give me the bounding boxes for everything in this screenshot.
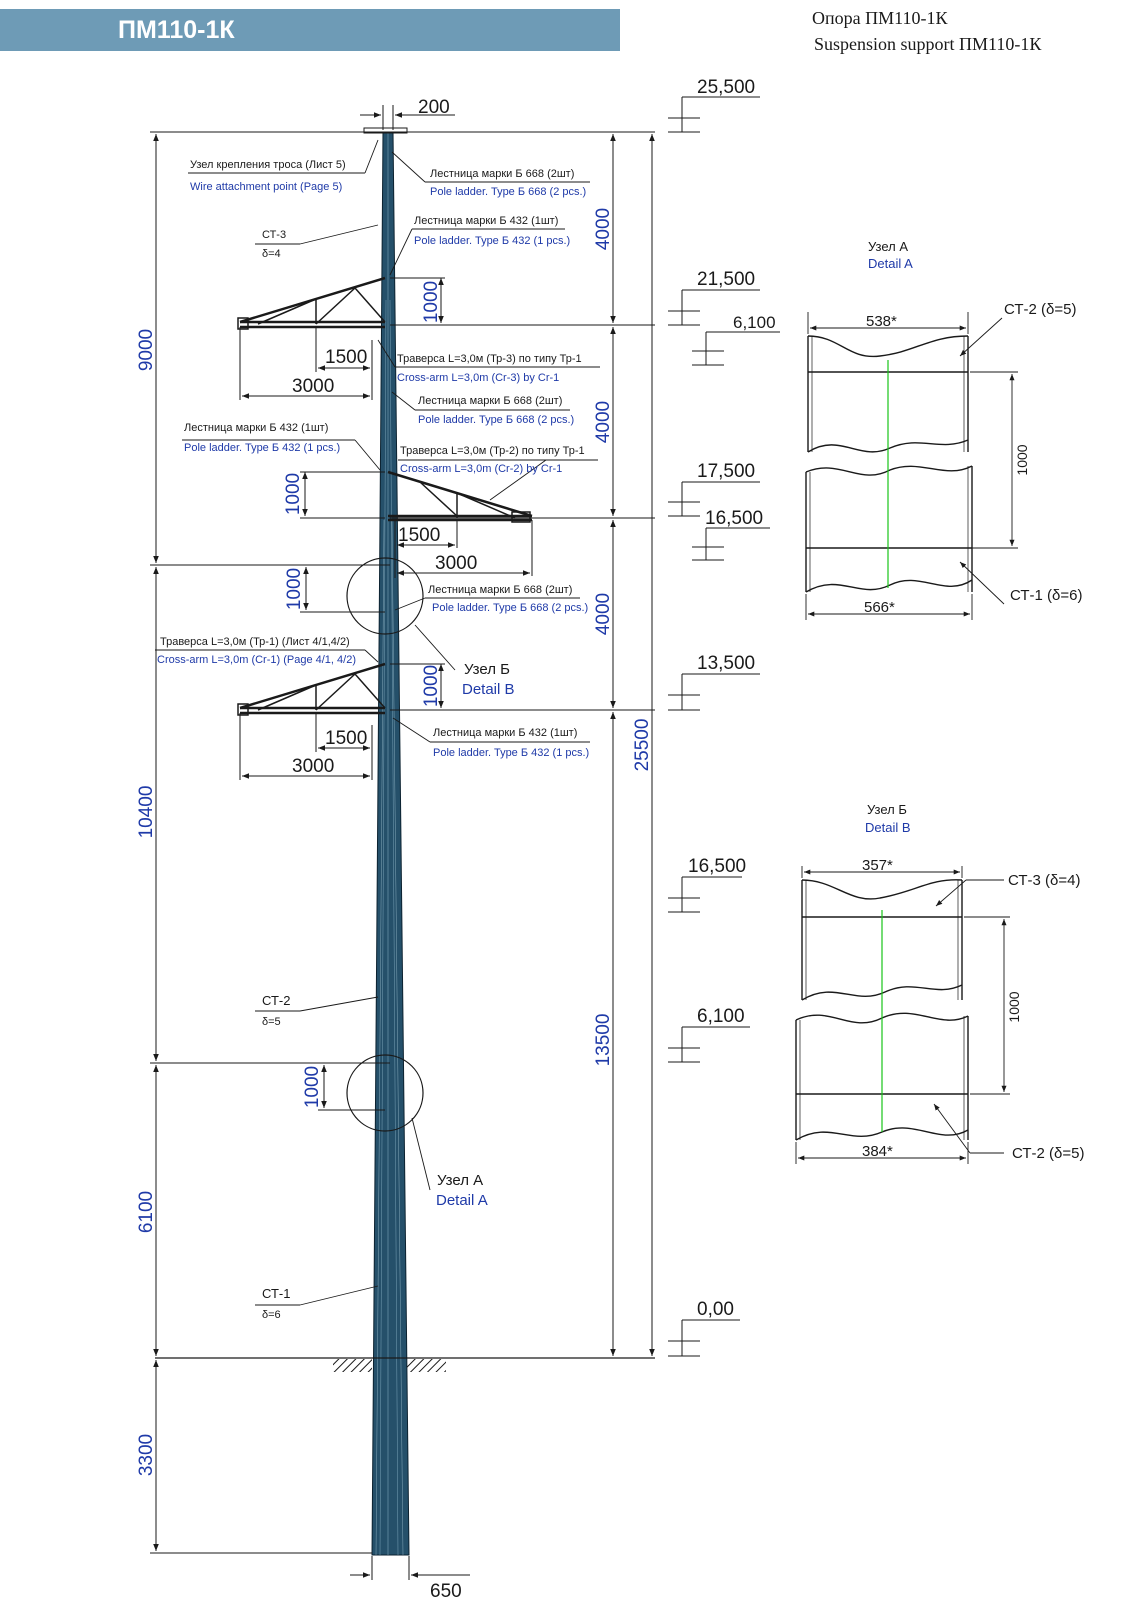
dim-top-width: 200	[418, 97, 450, 118]
detail-a-title-ru: Узел А	[868, 239, 908, 254]
dim-4000-middle: 4000	[593, 401, 614, 443]
label-text: Узел крепления троса (Лист 5) Wire attac…	[157, 159, 589, 1321]
ladder-668-a-en: Pole ladder. Type Б 668 (2 pcs.)	[430, 186, 586, 198]
level-25500: 25,500	[697, 77, 755, 98]
subtitle-ru: Опора ПМ110-1К	[812, 8, 948, 28]
ladder-668-c-en: Pole ladder. Type Б 668 (2 pcs.)	[432, 602, 588, 614]
dim-9000: 9000	[136, 329, 157, 371]
dim-4000-lower: 4000	[593, 593, 614, 635]
ladder-668-b-ru: Лестница марки Б 668 (2шт)	[418, 395, 562, 407]
level-16500-b: 16,500	[688, 856, 746, 877]
detail-a-bottom-width: 566*	[864, 599, 895, 616]
node-label-ru: Узел крепления троса (Лист 5)	[190, 159, 346, 171]
dim-1000-tr3: 1000	[421, 281, 442, 323]
detail-b-bottom-width: 384*	[862, 1143, 893, 1160]
level-13500: 13,500	[697, 653, 755, 674]
dimension-text: 200 650 9000 10400 6100 3300 4000 4000 4…	[136, 97, 653, 1600]
ladder-668-a-ru: Лестница марки Б 668 (2шт)	[430, 168, 574, 180]
ladder-432-c-en: Pole ladder. Type Б 432 (1 pcs.)	[433, 747, 589, 759]
detail-b-ref-en: Detail B	[462, 681, 515, 698]
node-label-en: Wire attachment point (Page 5)	[190, 181, 342, 193]
crossarm-tr1-ru: Траверса L=3,0м (Тр-1) (Лист 4/1,4/2)	[160, 636, 350, 648]
level-21500: 21,500	[697, 269, 755, 290]
detail-a-height: 1000	[1014, 444, 1030, 475]
detail-a-drawing: Узел А Detail A 538* 566*	[805, 239, 1082, 620]
dim-1000-detail-b: 1000	[284, 568, 305, 610]
detail-a-ref-en: Detail A	[436, 1192, 488, 1209]
crossarm-tr3-ru: Траверса L=3,0м (Тр-3) по типу Тр-1	[397, 353, 582, 365]
leader-lines	[155, 139, 600, 1306]
dim-25500: 25500	[632, 719, 653, 772]
level-16500-a: 16,500	[705, 508, 763, 529]
dim-3000-tr2: 3000	[435, 553, 477, 574]
dim-1500-tr1: 1500	[325, 728, 367, 749]
ct1-label: СТ-1	[262, 1286, 290, 1301]
dim-3300: 3300	[136, 1434, 157, 1476]
detail-a-top-width: 538*	[866, 313, 897, 330]
detail-b-drawing: Узел Б Detail B 357*	[795, 802, 1084, 1164]
ladder-432-b-en: Pole ladder. Type Б 432 (1 pcs.)	[184, 442, 340, 454]
ladder-668-b-en: Pole ladder. Type Б 668 (2 pcs.)	[418, 414, 574, 426]
detail-b-top-width: 357*	[862, 857, 893, 874]
dim-1000-tr2: 1000	[283, 473, 304, 515]
detail-a-upper-label: СТ-2 (δ=5)	[1004, 301, 1076, 318]
dimension-lines	[153, 105, 655, 1580]
dim-6100: 6100	[136, 1191, 157, 1233]
detail-b-circle	[346, 557, 424, 635]
detail-b-title-en: Detail B	[865, 820, 911, 835]
ct3-label: СТ-3	[262, 229, 286, 241]
dim-4000-upper: 4000	[593, 208, 614, 250]
extension-lines	[150, 131, 655, 1554]
level-text: 25,500 21,500 6,100 17,500 16,500 13,500…	[688, 77, 776, 1320]
ground	[155, 1357, 655, 1372]
detail-a-lower-label: СТ-1 (δ=6)	[1010, 587, 1082, 604]
level-17500: 17,500	[697, 461, 755, 482]
dim-3000-tr3: 3000	[292, 376, 334, 397]
ladder-668-c-ru: Лестница марки Б 668 (2шт)	[428, 584, 572, 596]
top-cap	[363, 127, 408, 134]
dim-13500: 13500	[593, 1014, 614, 1067]
ladder-432-a-en: Pole ladder. Type Б 432 (1 pcs.)	[414, 235, 570, 247]
detail-a-circle	[346, 1054, 424, 1132]
page-title: ПМ110-1К	[118, 16, 235, 44]
level-000: 0,00	[697, 1299, 734, 1320]
dim-1000-tr1: 1000	[421, 665, 442, 707]
detail-b-height: 1000	[1006, 991, 1022, 1022]
subtitle-en: Suspension support ПМ110-1К	[814, 34, 1042, 54]
crossarm-tr3-en: Cross-arm L=3,0m (Cr-3) by Cr-1	[397, 372, 559, 384]
detail-b-lower-label: СТ-2 (δ=5)	[1012, 1145, 1084, 1162]
ct3-thickness: δ=4	[262, 248, 281, 260]
ct2-thickness: δ=5	[262, 1016, 281, 1028]
cross-arm-tr1	[237, 662, 386, 716]
detail-b-ref-ru: Узел Б	[464, 661, 510, 678]
title-banner: ПМ110-1К	[0, 9, 620, 51]
detail-b-title-ru: Узел Б	[867, 802, 907, 817]
dim-bottom-width: 650	[430, 1581, 462, 1600]
dim-3000-tr1: 3000	[292, 756, 334, 777]
ct2-label: СТ-2	[262, 993, 290, 1008]
crossarm-tr2-en: Cross-arm L=3,0m (Cr-2) by Cr-1	[400, 463, 562, 475]
detail-a-title-en: Detail A	[868, 256, 913, 271]
dim-10400: 10400	[136, 786, 157, 839]
ladder-432-b-ru: Лестница марки Б 432 (1шт)	[184, 422, 328, 434]
ct1-thickness: δ=6	[262, 1309, 281, 1321]
level-6100-b: 6,100	[697, 1006, 745, 1027]
detail-a-ref-ru: Узел А	[437, 1172, 483, 1189]
pole-shaft	[371, 131, 410, 1556]
cross-arm-tr3	[237, 276, 386, 330]
cross-arm-tr2	[387, 470, 533, 523]
dim-1500-tr3: 1500	[325, 347, 367, 368]
dim-1500-tr2: 1500	[398, 525, 440, 546]
level-6100-a: 6,100	[733, 313, 776, 332]
ladder-432-a-ru: Лестница марки Б 432 (1шт)	[414, 215, 558, 227]
detail-b-upper-label: СТ-3 (δ=4)	[1008, 872, 1080, 889]
crossarm-tr2-ru: Траверса L=3,0м (Тр-2) по типу Тр-1	[400, 445, 585, 457]
ladder-432-c-ru: Лестница марки Б 432 (1шт)	[433, 727, 577, 739]
level-markers	[668, 96, 780, 1357]
crossarm-tr1-en: Cross-arm L=3,0m (Cr-1) (Page 4/1, 4/2)	[157, 654, 356, 666]
dim-1000-detail-a: 1000	[302, 1066, 323, 1108]
